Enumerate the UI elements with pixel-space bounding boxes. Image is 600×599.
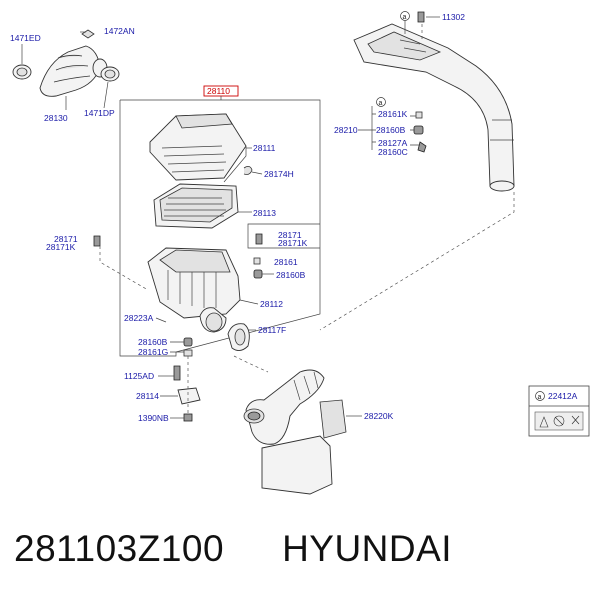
label-28117F: 28117F	[258, 325, 286, 335]
clip-icon	[243, 166, 253, 175]
caption: 281103Z100 HYUNDAI	[14, 528, 594, 578]
bolt-icon-left	[93, 235, 101, 247]
label-28161G: 28161G	[138, 347, 168, 357]
bolt-11302-icon	[417, 11, 425, 23]
label-28114: 28114	[136, 391, 159, 401]
part-number: 281103Z100	[14, 528, 225, 569]
label-1390NB: 1390NB	[138, 413, 169, 423]
warning-icon	[539, 416, 549, 428]
label-22412A: 22412A	[548, 391, 578, 401]
resonator-duct	[243, 369, 347, 495]
label-1472AN: 1472AN	[104, 26, 135, 36]
ref-marker-a-top	[400, 11, 410, 21]
clip-upper-icon	[417, 141, 427, 153]
ref-a-top: a	[403, 14, 407, 21]
label-28171K-inner: 28171K	[278, 238, 308, 248]
bolt-icon	[255, 233, 263, 245]
assembly-frame	[119, 99, 321, 357]
label-28220K: 28220K	[364, 411, 394, 421]
grommet-icon	[253, 257, 261, 265]
no-flame-icon	[553, 415, 565, 427]
grommet-upper-icon	[415, 111, 423, 119]
label-28174H: 28174H	[264, 169, 294, 179]
grommet-icon-lower	[183, 349, 193, 357]
label-1125AD: 1125AD	[124, 371, 154, 381]
mount-upper-icon	[413, 125, 424, 135]
nut-icon	[183, 413, 193, 422]
label-28111: 28111	[253, 143, 276, 153]
ref-marker-a-mid	[376, 97, 386, 107]
label-28160C: 28160C	[378, 147, 408, 157]
prohibited-icon	[571, 415, 580, 425]
label-1471ED: 1471ED	[10, 33, 41, 43]
label-28112: 28112	[260, 299, 283, 309]
air-intake-duct	[353, 23, 515, 192]
air-cleaner-body	[147, 247, 241, 333]
label-28223A: 28223A	[124, 313, 154, 323]
label-28160B-upper: 28160B	[376, 125, 406, 135]
filter-element	[153, 183, 239, 229]
parts-diagram: 1471ED 1472AN 28130 1471DP 28110 28111 2…	[10, 11, 590, 495]
label-1471DP: 1471DP	[84, 108, 115, 118]
mount-icon	[253, 269, 263, 279]
bolt-1125AD-icon	[173, 365, 181, 381]
label-28161K: 28161K	[378, 109, 408, 119]
label-28171-inner: 28171	[278, 230, 302, 240]
reference-box: a 22412A	[528, 385, 590, 437]
label-28127A: 28127A	[378, 138, 408, 148]
label-28160B-inner: 28160B	[276, 270, 306, 280]
label-28171K-outer: 28171K	[46, 242, 76, 252]
label-28110: 28110	[207, 86, 230, 96]
brand-name: HYUNDAI	[282, 528, 453, 569]
mount-icon-lower	[183, 337, 193, 347]
bracket-icon	[177, 387, 201, 405]
ref-a-mid: a	[379, 100, 383, 107]
label-28130: 28130	[44, 113, 68, 123]
intake-hose-assembly	[12, 29, 120, 97]
label-11302: 11302	[442, 12, 465, 22]
label-28210: 28210	[334, 125, 358, 135]
air-cleaner-cover	[149, 113, 247, 183]
label-28171-outer: 28171	[54, 234, 78, 244]
ref-a-box: a	[538, 394, 542, 401]
label-28160B-lower: 28160B	[138, 337, 168, 347]
label-28161: 28161	[274, 257, 298, 267]
label-28113: 28113	[253, 208, 276, 218]
